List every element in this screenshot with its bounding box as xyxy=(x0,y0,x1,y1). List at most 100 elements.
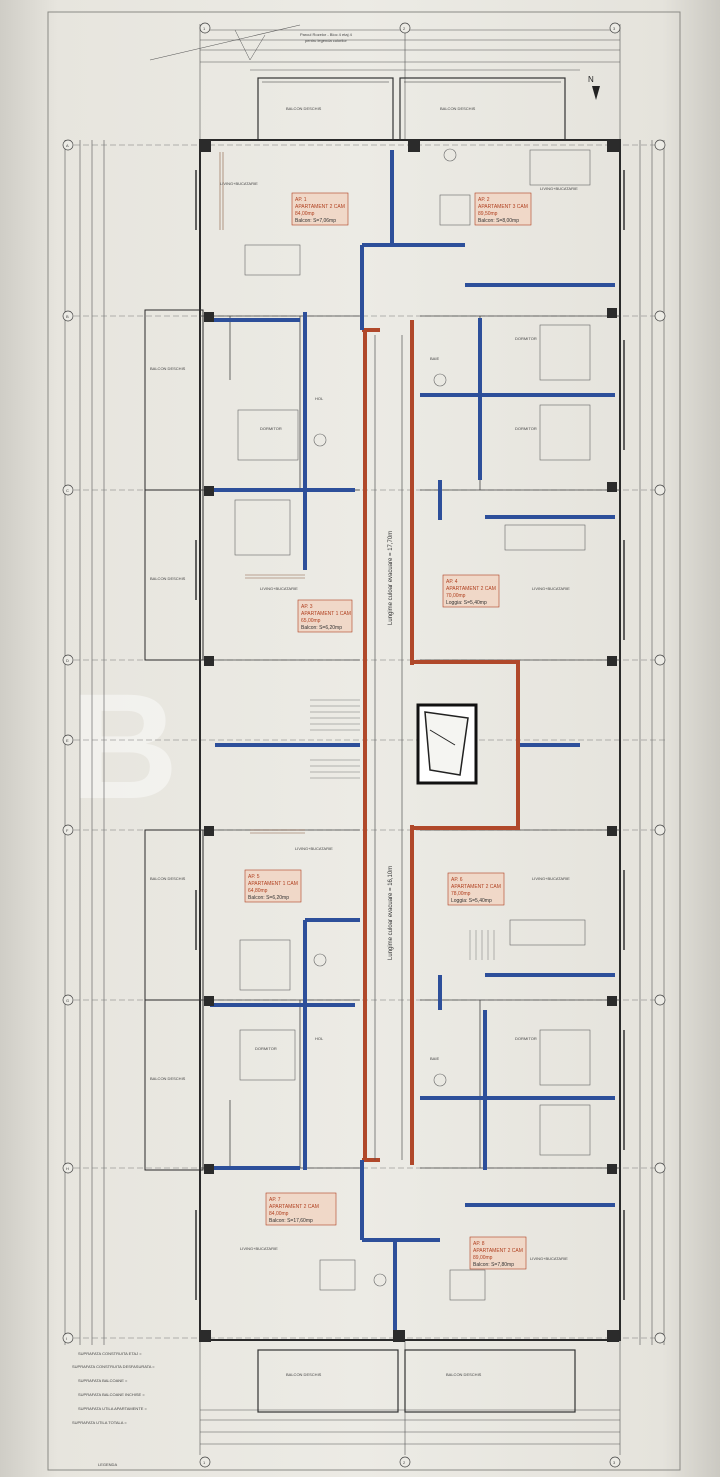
windows xyxy=(195,170,625,1300)
stair-steps xyxy=(310,699,495,960)
room-label: HOL xyxy=(315,396,324,401)
balcony-label-bottom-right: BALCON DESCHIS xyxy=(446,1372,482,1377)
axis-number: 1 xyxy=(203,1460,206,1465)
apartment-type: APARTAMENT 2 CAM xyxy=(473,1248,523,1254)
apartment-balcony: Loggia: S=5,40mp xyxy=(451,898,492,904)
room-label: LIVING+BUCATARIE xyxy=(295,846,333,851)
room-label: LIVING+BUCATARIE xyxy=(532,586,570,591)
apartment-area: 78,00mp xyxy=(451,891,471,897)
room-label: HOL xyxy=(315,1036,324,1041)
leader-line xyxy=(149,24,301,61)
axis-letter: D xyxy=(66,658,69,663)
apartment-type: APARTAMENT 2 CAM xyxy=(295,204,345,210)
axis-number: 2 xyxy=(403,1460,406,1465)
fire-walls xyxy=(362,320,520,1165)
apartment-area: 64,80mp xyxy=(248,888,268,894)
room-label: BAIE xyxy=(430,356,439,361)
apartment-balcony: Balcon: S=6,20mp xyxy=(301,625,342,631)
apartment-code: AP. 8 xyxy=(473,1241,485,1247)
legend-line: SUPRAFATA UTILA APARTAMENTE = xyxy=(78,1406,148,1411)
room-label: DORMITOR xyxy=(255,1046,277,1051)
apartment-balcony: Balcon: S=17,60mp xyxy=(269,1218,313,1224)
apartment-box-1: AP. 1 APARTAMENT 2 CAM 84,00mp Balcon: S… xyxy=(291,192,349,226)
room-label: LIVING+BUCATARIE xyxy=(540,186,578,191)
wardrobe-hatching xyxy=(219,152,305,834)
apartment-type: APARTAMENT 2 CAM xyxy=(446,586,496,592)
legend-title: LEGENDA xyxy=(98,1462,117,1467)
apartment-area: 65,00mp xyxy=(301,618,321,624)
axis-number: 1 xyxy=(203,26,206,31)
apartment-box-8: AP. 8 APARTAMENT 2 CAM 89,00mp Balcon: S… xyxy=(469,1236,527,1270)
apartment-box-2: AP. 2 APARTAMENT 3 CAM 89,50mp Balcon: S… xyxy=(474,192,532,226)
axis-letter: F xyxy=(66,828,69,833)
apartment-type: APARTAMENT 2 CAM xyxy=(269,1204,319,1210)
apartment-type: APARTAMENT 1 CAM xyxy=(248,881,298,887)
apartment-balcony: Balcon: S=8,00mp xyxy=(478,218,519,224)
bottom-dimensions xyxy=(199,1340,621,1455)
room-label: BALCON DESCHIS xyxy=(150,366,186,371)
apartment-balcony: Balcon: S=7,06mp xyxy=(295,218,336,224)
legend-line: SUPRAFATA BALCOANE INCHISE = xyxy=(78,1392,145,1397)
apartment-box-4: AP. 4 APARTAMENT 2 CAM 70,00mp Loggia: S… xyxy=(442,574,500,608)
room-label: LIVING+BUCATARIE xyxy=(530,1256,568,1261)
room-label: BAIE xyxy=(430,1056,439,1061)
axis-letter: H xyxy=(66,1166,69,1171)
top-note-b: pentru legenda culorilor xyxy=(305,38,347,43)
top-note: Parcul Rozelor - Bloc 4 etaj 4 xyxy=(300,32,353,37)
apartment-code: AP. 4 xyxy=(446,579,458,585)
apartment-box-5: AP. 5 APARTAMENT 1 CAM 64,80mp Balcon: S… xyxy=(244,869,302,903)
apartment-area: 84,00mp xyxy=(295,211,315,217)
logo-watermark: B xyxy=(70,662,199,830)
legend-line: SUPRAFATA CONSTRUITA ETAJ = xyxy=(78,1351,142,1356)
axis-letter: G xyxy=(66,998,69,1003)
room-label: LIVING+BUCATARIE xyxy=(240,1246,278,1251)
axis-letter: I xyxy=(66,1336,67,1341)
axis-letter: C xyxy=(66,488,69,493)
room-label: LIVING+BUCATARIE xyxy=(532,876,570,881)
axis-bubbles xyxy=(62,22,666,1468)
apartment-code: AP. 7 xyxy=(269,1197,281,1203)
stairwell xyxy=(416,703,478,785)
room-label: BALCON DESCHIS xyxy=(150,1076,186,1081)
apartment-type: APARTAMENT 3 CAM xyxy=(478,204,528,210)
apartment-area: 70,00mp xyxy=(446,593,466,599)
room-label: BALCON DESCHIS xyxy=(150,576,186,581)
balcony-label-top-left: BALCON DESCHIS xyxy=(286,106,322,111)
right-dimensions xyxy=(639,140,665,1345)
legend-line: SUPRAFATA CONSTRUITA DESFASURATA = xyxy=(72,1364,155,1369)
apartment-type: APARTAMENT 1 CAM xyxy=(301,611,351,617)
legend-line: SUPRAFATA UTILA TOTALA = xyxy=(72,1420,127,1425)
corridor-length-bottom: Lungime culoar evacuare = 16,10m xyxy=(388,866,394,960)
north-label: N xyxy=(588,75,594,84)
axis-letter: A xyxy=(66,143,69,148)
axis-number: 3 xyxy=(613,1460,616,1465)
corridor xyxy=(374,335,403,1160)
apartment-type: APARTAMENT 2 CAM xyxy=(451,884,501,890)
legend-line: SUPRAFATA BALCOANE = xyxy=(78,1378,128,1383)
apartment-balcony: Loggia: S=5,40mp xyxy=(446,600,487,606)
bottom-balconies xyxy=(257,1349,576,1413)
area-legend: SUPRAFATA CONSTRUITA ETAJ = SUPRAFATA CO… xyxy=(72,1351,155,1467)
furniture xyxy=(234,148,591,1301)
room-label: DORMITOR xyxy=(515,1036,537,1041)
apartment-area: 89,00mp xyxy=(473,1255,493,1261)
apartment-box-6: AP. 6 APARTAMENT 2 CAM 78,00mp Loggia: S… xyxy=(447,872,505,906)
axis-letter: B xyxy=(66,314,69,319)
room-label: LIVING+BUCATARIE xyxy=(220,181,258,186)
balcony-label-bottom-left: BALCON DESCHIS xyxy=(286,1372,322,1377)
sheet-frame xyxy=(47,11,681,1471)
blue-walls xyxy=(205,150,615,1340)
axis-letter: E xyxy=(66,738,69,743)
apartment-balcony: Balcon: S=7,80mp xyxy=(473,1262,514,1268)
columns xyxy=(199,140,619,1342)
room-label: BALCON DESCHIS xyxy=(150,876,186,881)
room-label: DORMITOR xyxy=(515,426,537,431)
apartment-code: AP. 2 xyxy=(478,197,490,203)
apartment-box-3: AP. 3 APARTAMENT 1 CAM 65,00mp Balcon: S… xyxy=(297,599,353,633)
apartment-code: AP. 5 xyxy=(248,874,260,880)
apartment-code: AP. 6 xyxy=(451,877,463,883)
axis-letters: A B C D E F G H I 1 2 3 1 2 3 xyxy=(66,26,616,1465)
roof-hatch xyxy=(234,29,266,61)
corridor-length-top: Lungime culoar evacuare = 17,70m xyxy=(388,531,394,625)
